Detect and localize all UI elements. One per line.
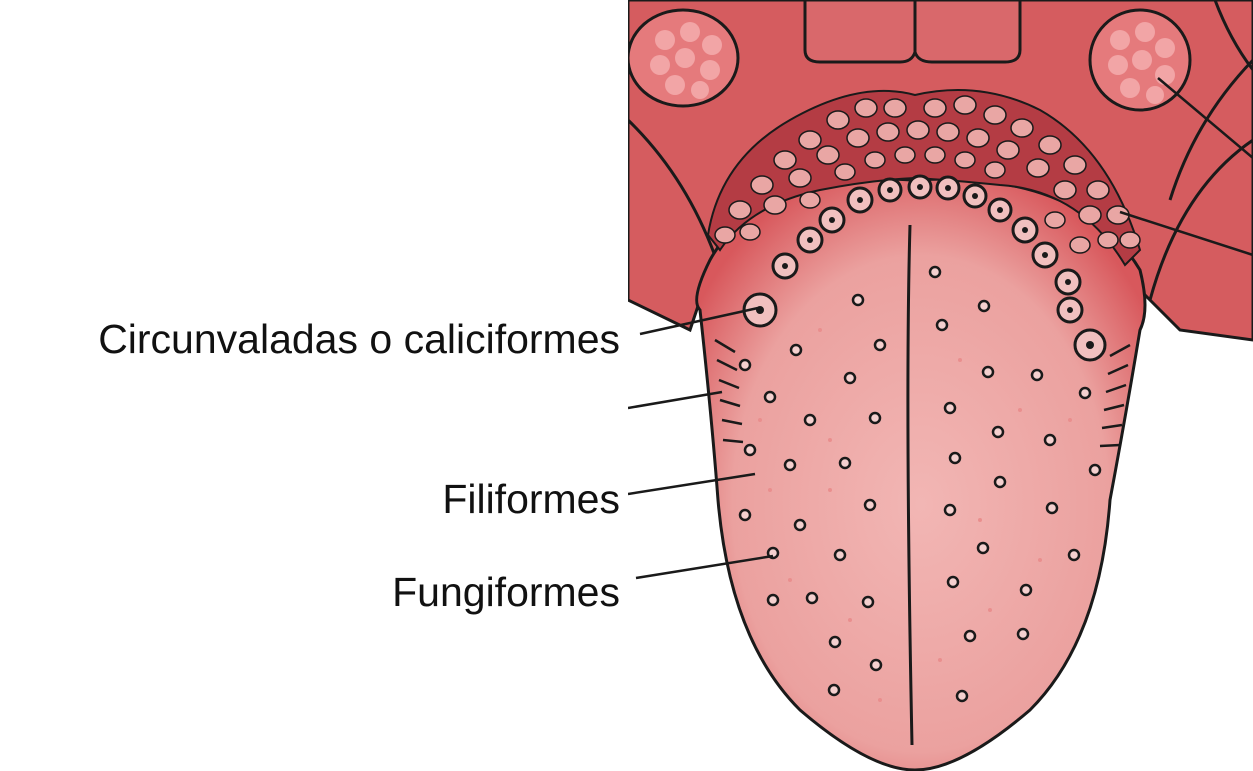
epiglottis — [805, 0, 1020, 62]
right-tonsil — [1090, 10, 1190, 110]
left-tonsil — [628, 10, 738, 106]
tongue-body — [697, 179, 1145, 770]
